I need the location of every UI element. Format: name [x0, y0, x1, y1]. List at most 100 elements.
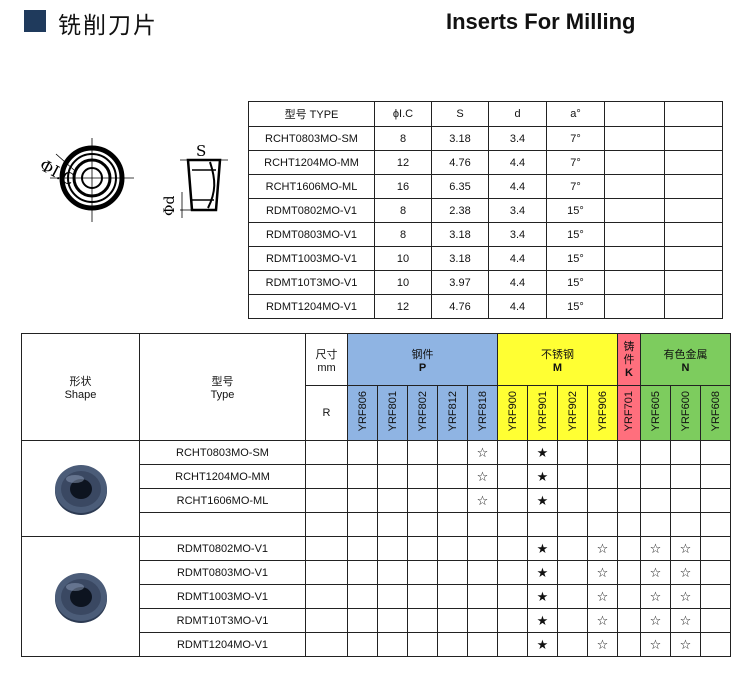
page-title-cn: 铣削刀片 [58, 13, 158, 39]
type-header: 型号 Type [139, 333, 306, 441]
grade-mark-cell [377, 560, 408, 585]
grade-mark-cell [347, 584, 378, 609]
spec-cell: 15° [546, 270, 605, 295]
grade-mark-cell [617, 584, 641, 609]
grade-mark-cell [617, 608, 641, 633]
grade-mark-cell [347, 512, 378, 537]
grade-row: RDMT0803MO-V1★☆☆☆ [22, 560, 731, 585]
grade-mark-cell [617, 560, 641, 585]
grade-mark-cell [347, 464, 378, 489]
size-cell [305, 584, 348, 609]
grade-mark-cell [377, 536, 408, 561]
applicable-star-icon: ☆ [596, 636, 609, 652]
ic-label: ΦI.C [36, 155, 77, 189]
applicable-star-icon: ☆ [679, 636, 692, 652]
recommended-star-icon: ★ [536, 468, 549, 484]
grade-mark-cell [700, 536, 731, 561]
insert-top-view [50, 138, 134, 222]
grade-mark-cell [407, 584, 438, 609]
spec-cell: 10 [374, 270, 432, 295]
grade-mark-cell [497, 536, 528, 561]
spec-cell: 7° [546, 150, 605, 175]
grade-mark-cell [700, 632, 731, 657]
grade-mark-cell [617, 536, 641, 561]
group-m-cn: 不锈钢 [541, 348, 574, 361]
group-m-letter: M [552, 361, 563, 374]
insert-side-view [180, 158, 228, 218]
grade-mark-cell: ☆ [670, 560, 701, 585]
grade-name-yrf900: YRF900 [497, 385, 528, 441]
grade-mark-cell [670, 512, 701, 537]
spec-cell: d [488, 101, 547, 127]
grade-mark-cell [700, 464, 731, 489]
type-cell [139, 512, 306, 537]
size-sub-header: R [305, 385, 348, 441]
spec-cell [604, 198, 665, 223]
grade-mark-cell [497, 608, 528, 633]
grade-mark-cell [347, 632, 378, 657]
grade-mark-cell [407, 464, 438, 489]
spec-cell: 3.4 [488, 198, 547, 223]
spec-cell [604, 294, 665, 319]
spec-cell: a° [546, 101, 605, 127]
shape-header-cn: 形状 [69, 376, 92, 388]
grade-mark-cell [700, 584, 731, 609]
grade-mark-cell: ★ [527, 608, 558, 633]
spec-cell: 10 [374, 246, 432, 271]
grade-mark-cell [497, 632, 528, 657]
grade-mark-cell [377, 608, 408, 633]
size-cell [305, 488, 348, 513]
grade-name-yrf906: YRF906 [587, 385, 618, 441]
header-square-icon [24, 10, 46, 32]
type-cell: RDMT0803MO-V1 [139, 560, 306, 585]
spec-cell: 16 [374, 174, 432, 199]
spec-cell [664, 246, 723, 271]
type-cell: RDMT10T3MO-V1 [139, 608, 306, 633]
grade-mark-cell [437, 488, 468, 513]
spec-cell [604, 246, 665, 271]
size-cell [305, 464, 348, 489]
spec-cell: RDMT10T3MO-V1 [248, 270, 375, 295]
grade-mark-cell [617, 632, 641, 657]
grade-mark-cell [407, 512, 438, 537]
grade-row: RCHT1606MO-ML☆★ [22, 488, 731, 513]
grade-mark-cell: ☆ [670, 584, 701, 609]
grade-mark-cell [557, 464, 588, 489]
applicable-star-icon: ☆ [649, 636, 662, 652]
grade-name-yrf818: YRF818 [467, 385, 498, 441]
applicable-star-icon: ☆ [679, 540, 692, 556]
grade-name-yrf901: YRF901 [527, 385, 558, 441]
grade-mark-cell: ★ [527, 536, 558, 561]
spec-cell: 3.4 [488, 126, 547, 151]
spec-cell: 3.18 [431, 246, 489, 271]
recommended-star-icon: ★ [536, 492, 549, 508]
group-p-letter: P [418, 361, 427, 374]
size-header: 尺寸 mm [305, 333, 348, 386]
grade-mark-cell: ☆ [587, 584, 618, 609]
spec-cell: 4.4 [488, 174, 547, 199]
grade-mark-cell [467, 536, 498, 561]
spec-cell: RDMT1003MO-V1 [248, 246, 375, 271]
type-cell: RCHT1204MO-MM [139, 464, 306, 489]
recommended-star-icon: ★ [536, 636, 549, 652]
grade-mark-cell [700, 608, 731, 633]
grade-mark-cell: ★ [527, 440, 558, 465]
spec-cell: 12 [374, 294, 432, 319]
grade-mark-cell [497, 560, 528, 585]
type-cell: RCHT0803MO-SM [139, 440, 306, 465]
grade-mark-cell [557, 608, 588, 633]
grade-mark-cell [670, 440, 701, 465]
grade-mark-cell [437, 440, 468, 465]
grade-mark-cell: ☆ [640, 560, 671, 585]
grade-mark-cell [497, 584, 528, 609]
grade-mark-cell [437, 608, 468, 633]
grade-mark-cell [640, 440, 671, 465]
size-cell [305, 512, 348, 537]
type-header-en: Type [210, 389, 235, 401]
grade-mark-cell [587, 488, 618, 513]
grade-mark-cell [407, 608, 438, 633]
applicable-star-icon: ☆ [596, 540, 609, 556]
size-header-cn: 尺寸 [315, 348, 338, 361]
grade-row: RDMT1204MO-V1★☆☆☆ [22, 632, 731, 657]
